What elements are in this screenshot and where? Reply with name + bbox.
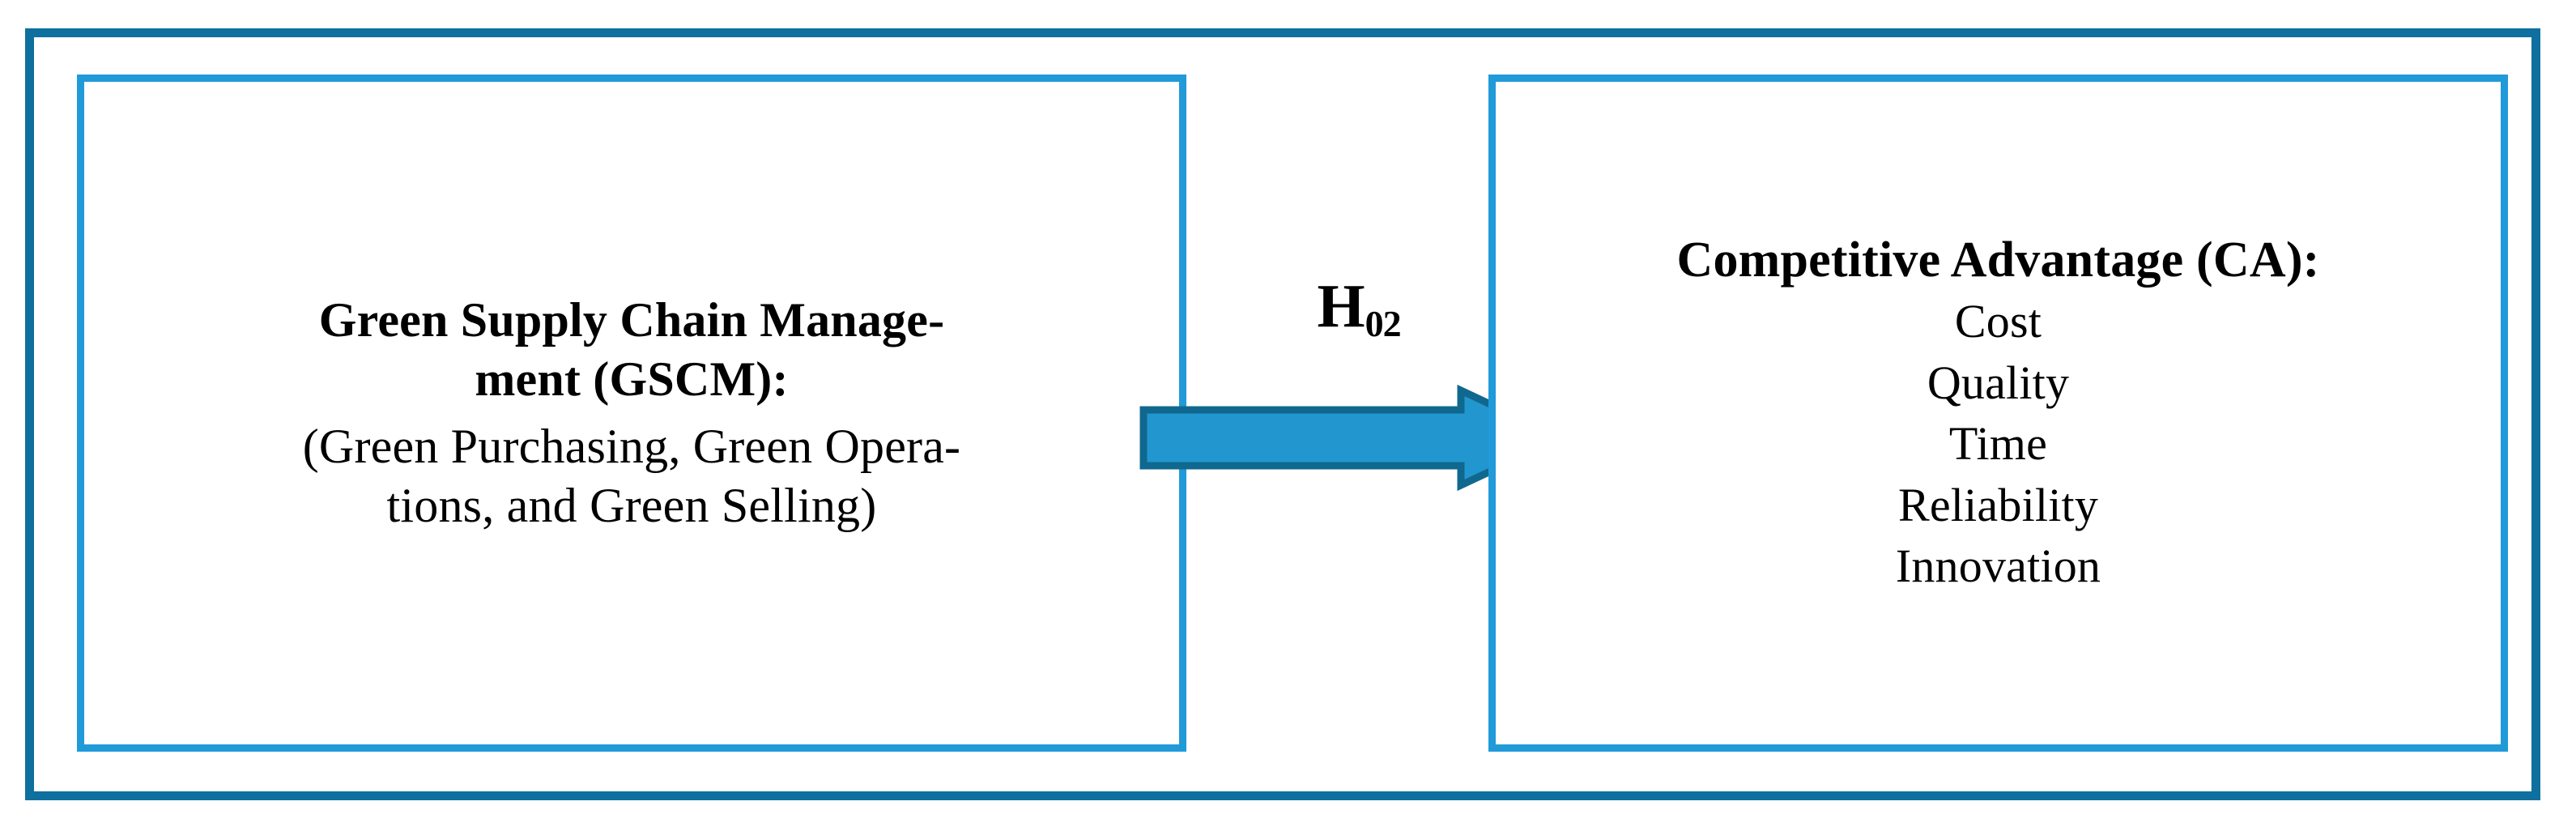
gscm-title-line-2: ment (GSCM): [475,352,789,406]
hypothesis-label-subscript: 02 [1365,303,1402,344]
ca-item-quality: Quality [1927,356,2070,409]
ca-item-innovation: Innovation [1895,539,2101,592]
gscm-text-block: Green Supply Chain Manage- ment (GSCM): … [84,291,1179,536]
ca-text-block: Competitive Advantage (CA): Cost Quality… [1496,230,2501,597]
outer-frame-border [25,28,2540,800]
gscm-concept-box: Green Supply Chain Manage- ment (GSCM): … [77,75,1186,752]
ca-item-cost: Cost [1954,295,2042,348]
gscm-title-line-1: Green Supply Chain Manage- [318,292,945,347]
gscm-components-line-2: tions, and Green Selling) [386,479,877,533]
ca-heading: Competitive Advantage (CA): [1676,232,2320,288]
ca-item-time: Time [1948,417,2048,471]
competitive-advantage-concept-box: Competitive Advantage (CA): Cost Quality… [1488,75,2508,752]
gscm-components-line-1: (Green Purchasing, Green Opera- [302,420,961,473]
gscm-text-spacer [99,409,1165,417]
ca-item-reliability: Reliability [1897,478,2099,531]
hypothesis-label: H02 [1237,272,1480,343]
hypothesis-label-base: H [1317,272,1365,340]
